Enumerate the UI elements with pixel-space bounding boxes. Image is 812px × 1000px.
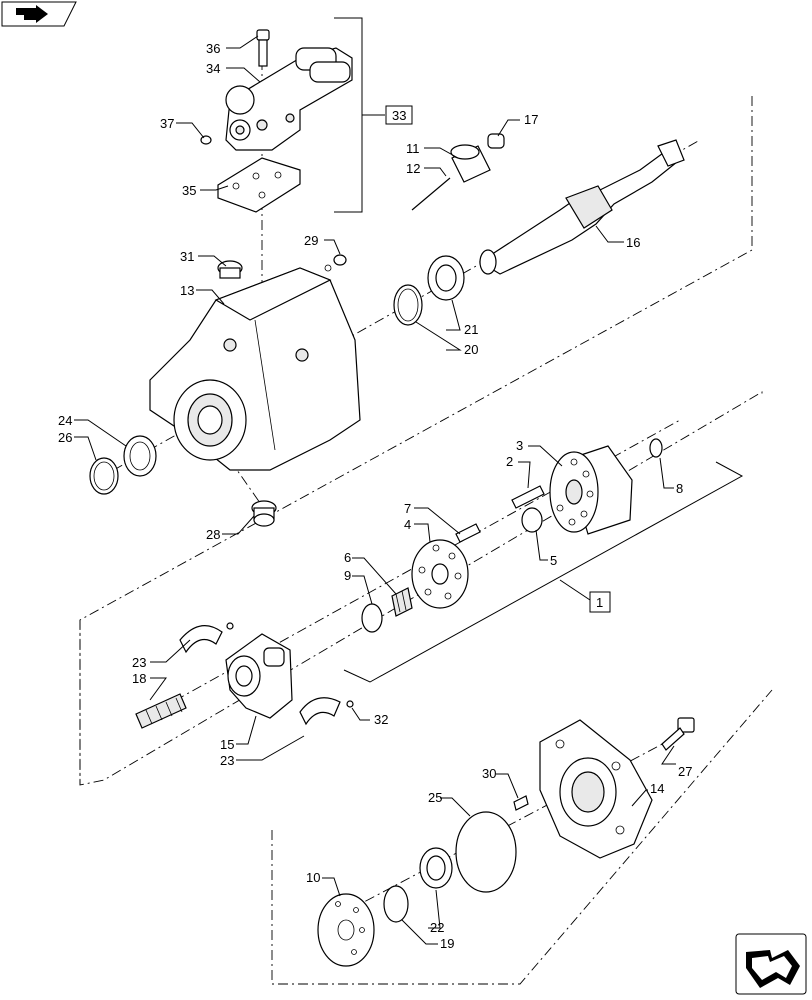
callout-2: 2	[506, 454, 513, 469]
swashplate-15	[225, 633, 293, 719]
callout-17: 17	[524, 112, 538, 127]
callout-29: 29	[304, 233, 318, 248]
ring-19	[383, 885, 409, 923]
ring-8	[649, 438, 663, 458]
callout-3: 3	[516, 438, 523, 453]
plate-4	[411, 539, 469, 609]
callout-12: 12	[406, 161, 420, 176]
callout-19: 19	[440, 936, 454, 951]
end-cover-14	[539, 719, 653, 859]
piston-11	[450, 144, 491, 183]
callout-35: 35	[182, 183, 196, 198]
callout-30: 30	[482, 766, 496, 781]
cap-17	[487, 133, 505, 149]
plug-31	[217, 260, 243, 279]
callout-31: 31	[180, 249, 194, 264]
callout-4: 4	[404, 517, 411, 532]
callout-6: 6	[344, 550, 351, 565]
valve-block	[225, 47, 353, 151]
callout-9: 9	[344, 568, 351, 583]
bearing-22	[419, 847, 453, 889]
ring-20	[393, 284, 423, 326]
callout-24: 24	[58, 413, 72, 428]
bolt-36	[256, 29, 270, 67]
callout-5: 5	[550, 553, 557, 568]
spring-6	[391, 587, 413, 617]
callout-18: 18	[132, 671, 146, 686]
shell-23-bottom	[299, 697, 341, 726]
ring-9	[361, 603, 383, 633]
screw-top	[226, 622, 234, 630]
callout-33-box: 33	[385, 105, 413, 125]
callout-22: 22	[430, 920, 444, 935]
callout-14: 14	[650, 781, 664, 796]
plate-10	[317, 893, 375, 967]
plug-37	[200, 135, 212, 145]
ball-guide-5	[521, 507, 543, 533]
shaft-16	[478, 139, 685, 275]
callout-23-bottom: 23	[220, 753, 234, 768]
callout-33: 33	[392, 108, 406, 123]
callout-8: 8	[676, 481, 683, 496]
callout-7: 7	[404, 501, 411, 516]
callout-32: 32	[374, 712, 388, 727]
next-page-arrow-icon[interactable]	[735, 933, 807, 995]
callout-10: 10	[306, 870, 320, 885]
callout-36: 36	[206, 41, 220, 56]
screw-32	[346, 700, 354, 708]
ring-26	[89, 457, 119, 495]
callout-11: 11	[406, 141, 420, 156]
cylinder-block-3	[549, 445, 633, 535]
pin-12	[411, 177, 451, 211]
housing-13	[149, 267, 361, 471]
gasket-35	[217, 157, 301, 213]
plug-28	[251, 500, 277, 527]
ring-24	[123, 435, 157, 477]
pin-7	[455, 523, 481, 543]
callout-23-top: 23	[132, 655, 146, 670]
callout-27: 27	[678, 764, 692, 779]
callout-15: 15	[220, 737, 234, 752]
pin-2	[511, 485, 545, 509]
assembly-14-frame	[271, 689, 773, 985]
callout-28: 28	[206, 527, 220, 542]
callout-26: 26	[58, 430, 72, 445]
bearing-21	[427, 255, 465, 301]
pin-30	[513, 795, 529, 811]
callout-34: 34	[206, 61, 220, 76]
o-ring-25	[455, 811, 517, 893]
callout-1-box: 1	[589, 591, 611, 613]
callout-1: 1	[596, 595, 603, 610]
callout-25: 25	[428, 790, 442, 805]
callout-21: 21	[464, 322, 478, 337]
callout-13: 13	[180, 283, 194, 298]
callout-37: 37	[160, 116, 174, 131]
callout-16: 16	[626, 235, 640, 250]
plug-29	[324, 254, 347, 272]
callout-20: 20	[464, 342, 478, 357]
bolt-27	[661, 717, 695, 751]
book-arrow-icon[interactable]	[1, 1, 77, 27]
shell-23-top	[179, 625, 223, 654]
spring-18	[135, 693, 187, 729]
